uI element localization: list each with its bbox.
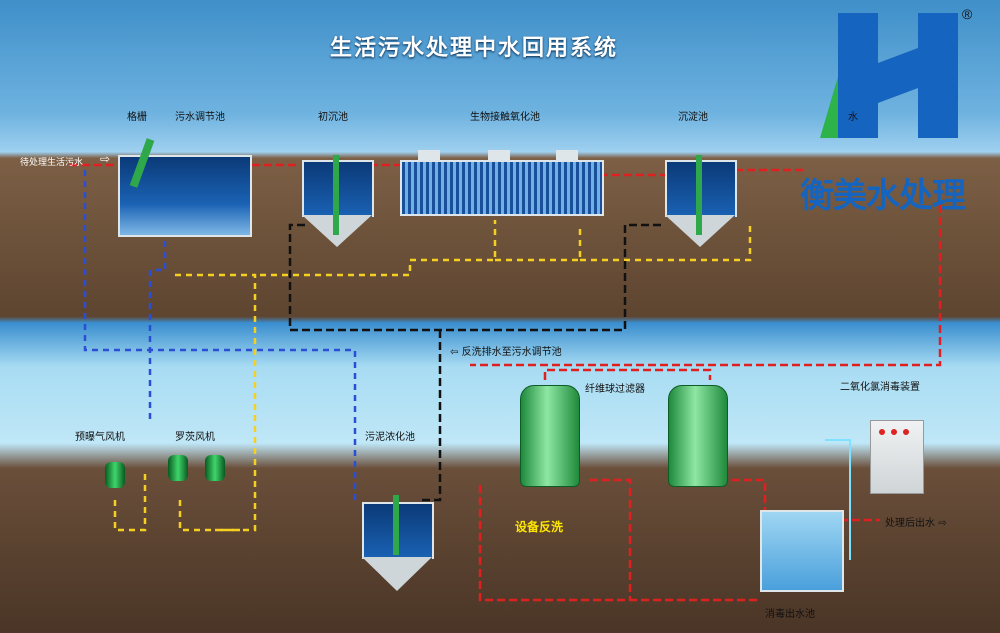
- pipe-to-clear-pool: [720, 478, 767, 520]
- label-clear-pool: 消毒出水池: [765, 609, 815, 620]
- label-inflow: 待处理生活污水: [20, 158, 84, 168]
- air-pipe-blower: [148, 230, 167, 420]
- label-roots: 罗茨风机: [175, 432, 215, 443]
- label-oxy-blower: 预曝气风机: [75, 432, 125, 443]
- label-equalization: 污水调节池: [175, 112, 225, 123]
- bio-oxidation-tank: [400, 160, 604, 216]
- label-outflow-text: 处理后出水: [885, 518, 935, 529]
- label-sludge: 污泥浓化池: [365, 432, 415, 443]
- roots-blower-icon-2: [205, 455, 225, 481]
- clear-water-pool: [760, 510, 844, 592]
- bio-tank-cap-1: [418, 150, 440, 162]
- label-secondary: 沉淀池: [678, 112, 708, 123]
- air-pipe-main: [83, 170, 357, 500]
- bio-tank-cap-2: [488, 150, 510, 162]
- label-backwash-return-text: 反洗排水至污水调节池: [461, 347, 562, 358]
- pipe-backwash-return: [470, 205, 942, 367]
- fiber-filter-2: [668, 385, 728, 487]
- brand-registered-mark: ®: [962, 6, 973, 22]
- indicator-light-icon: [891, 429, 897, 435]
- disinfect-device: [870, 420, 924, 494]
- label-backwash-return: ⇦ 反洗排水至污水调节池: [450, 343, 562, 358]
- yellow-air-pipe-4: [495, 225, 582, 262]
- pipe-filter-top: [543, 368, 712, 380]
- sludge-thickener: [362, 490, 434, 600]
- yellow-blower-loop-2: [178, 500, 240, 532]
- roots-blower-icon-1: [168, 455, 188, 481]
- pipe-backwash-loop: [478, 485, 760, 602]
- sludge-to-thickener: [420, 330, 442, 502]
- indicator-light-icon: [903, 429, 909, 435]
- inflow-arrow-icon: ⇨: [100, 152, 111, 166]
- brand-logo: ® 衡美水处理: [800, 6, 990, 228]
- label-bio: 生物接触氧化池: [470, 112, 540, 123]
- indicator-light-icon: [879, 429, 885, 435]
- bio-tank-cap-3: [556, 150, 578, 162]
- disinfect-dose-line: [825, 439, 851, 560]
- right-arrow-icon: ⇨: [938, 518, 947, 529]
- yellow-air-pipe-2: [260, 260, 412, 277]
- brand-h-icon: [820, 13, 958, 138]
- page-title: 生活污水处理中水回用系统: [330, 36, 619, 61]
- yellow-air-pipe-1: [175, 273, 257, 532]
- label-outflow: 处理后出水 ⇨: [885, 514, 947, 529]
- label-disinfect-device: 二氧化氯消毒装置: [840, 382, 920, 393]
- left-arrow-icon: ⇦: [450, 347, 459, 358]
- primary-clarifier: [302, 150, 374, 250]
- yellow-air-pipe-5: [580, 225, 752, 262]
- label-backwash: 设备反洗: [515, 520, 564, 534]
- oxy-blower-icon: [105, 462, 125, 488]
- pipe-filter-link: [590, 478, 632, 600]
- brand-name: 衡美水处理: [800, 176, 966, 216]
- label-screen: 格栅: [127, 112, 147, 123]
- yellow-blower-loop: [113, 470, 147, 532]
- sludge-pipe: [288, 223, 665, 332]
- label-water: 水: [848, 112, 858, 123]
- yellow-air-pipe-3: [410, 220, 497, 262]
- secondary-clarifier: [665, 150, 737, 250]
- label-primary: 初沉池: [318, 112, 348, 123]
- label-filter: 纤维球过滤器: [585, 384, 645, 395]
- fiber-filter-1: [520, 385, 580, 487]
